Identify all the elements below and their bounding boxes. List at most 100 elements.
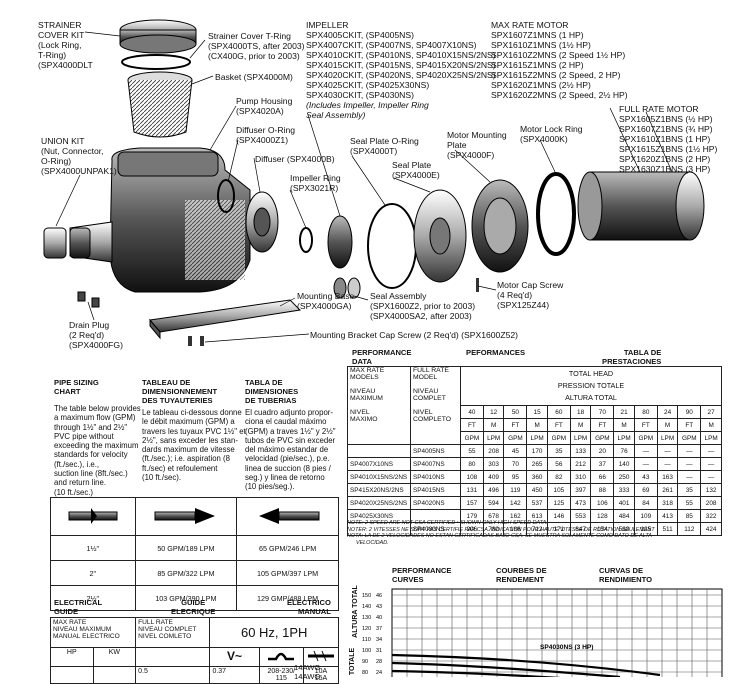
diffuser (245, 191, 279, 253)
performance-title-es: TABLA DE PRESTACIONES (602, 348, 662, 366)
perf-col-header: 21 (613, 405, 635, 419)
flow-value: 511 (656, 522, 679, 536)
flow-value: 303 (482, 457, 505, 471)
motor (577, 171, 705, 241)
flow-value: 413 (656, 509, 679, 523)
performance-table: MAX RATE MODELS NIVEAU MAXIMUM NIVEL MAX… (347, 366, 722, 536)
flow-value: 70 (503, 457, 528, 471)
pipe-return-flow: 129 GMP/488 LPM (236, 585, 339, 611)
electrical-max-rate: MAX RATE NIVEAU MAXIMUM MANUAL ELECTRICO (49, 617, 137, 648)
perf-col-header: LPM (656, 431, 679, 445)
flow-value: 409 (482, 470, 505, 484)
pipe-size: 2½" (50, 585, 136, 611)
perf-col-header: FT (633, 418, 658, 432)
perf-col-header: GPM (590, 431, 615, 445)
perf-col-header: LPM (482, 431, 505, 445)
flow-value: — (700, 444, 722, 458)
perf-col-header: GPM (677, 431, 702, 445)
wire-icon (303, 647, 339, 667)
label-strainer-kit: STRAINER COVER KIT (Lock Ring, T-Ring) (… (38, 20, 93, 70)
electrical-voltage-header: V~ (209, 647, 260, 667)
performance-title-en: PERFORMANCE DATA (352, 348, 412, 366)
full-rate-model: SP4007NS (410, 457, 461, 471)
perf-col-header: 90 (677, 405, 702, 419)
flow-value: 188 (503, 522, 528, 536)
curves-tick-ft: 43 (376, 604, 382, 610)
pipe-icon-return (236, 497, 339, 536)
flow-value: — (633, 457, 658, 471)
seal-assembly (333, 277, 361, 299)
pipe-return-flow: 105 GPM/397 LPM (236, 560, 339, 586)
label-full-rate-title: FULL RATE MOTOR (619, 104, 699, 114)
curves-ylabel: ALTURA TOTAL (351, 585, 359, 638)
pipe-text-fr: Le tableau ci-dessous donne le débit max… (142, 408, 246, 483)
pipe-icon-suction (134, 497, 238, 536)
flow-value: 45 (503, 444, 528, 458)
total-head-fr: PRESSION TOTALE (557, 381, 625, 390)
flow-value: 66 (590, 470, 615, 484)
flow-value: 55 (677, 496, 702, 510)
flow-value: 171 (546, 522, 571, 536)
flow-value: 450 (526, 483, 548, 497)
flow-value: 583 (613, 522, 635, 536)
flow-value: 88 (590, 483, 615, 497)
flow-value: 85 (677, 509, 702, 523)
max-rate-model (347, 444, 411, 458)
union-kit (43, 227, 91, 259)
label-union-kit: UNION KIT (Nut, Connector, O-Ring) (SPX4… (41, 136, 117, 176)
pipe-suction-flow: 85 GPM/322 LPM (134, 560, 238, 586)
exploded-pump-diagram (43, 19, 705, 346)
label-impeller-title: IMPELLER (306, 20, 349, 30)
flow-value: 537 (526, 496, 548, 510)
flow-value: 212 (569, 457, 592, 471)
curves-series-label: SP4030NS (3 HP) (540, 644, 594, 651)
flow-value: — (700, 457, 722, 471)
electrical-title-es: ELECTRICO MANUAL (287, 598, 331, 616)
impeller (327, 215, 353, 269)
flow-value: 318 (656, 496, 679, 510)
seal-plate (413, 189, 467, 283)
perf-col-header: 15 (526, 405, 548, 419)
perf-col-header: GPM (503, 431, 528, 445)
curves-ylabel2: TOTALE (349, 647, 357, 676)
perf-col-header: M (613, 418, 635, 432)
curves-title-es: CURVAS DE RENDIMIENTO (599, 566, 653, 584)
electrical-kw-value: 0.37 (209, 666, 260, 684)
flow-value: 80 (460, 457, 484, 471)
perf-col-header: LPM (613, 431, 635, 445)
label-mounting-base: Mounting Base (SPX4000GA) (297, 291, 355, 311)
curves-ylabel-wrap: ALTURA TOTAL (349, 585, 359, 638)
electrical-table: MAX RATE NIVEAU MAXIMUM MANUAL ELECTRICO… (49, 617, 339, 684)
full-rate-model: SP4010NS (410, 470, 461, 484)
label-diffuser-oring: Diffuser O-Ring (SPX4000Z1) (236, 125, 296, 145)
flow-value: 105 (546, 483, 571, 497)
pipe-size: 1½" (50, 535, 136, 561)
flow-value: 780 (482, 522, 505, 536)
flow-value: 20 (590, 444, 615, 458)
flow-value: 208 (482, 444, 505, 458)
label-motor-mounting-plate: Motor Mounting Plate (SPX4000F) (447, 130, 507, 160)
pipe-text-es: El cuadro adjunto propor- ciona el cauda… (245, 408, 336, 492)
label-seal-plate-oring: Seal Plate O-Ring (SPX4000T) (350, 136, 419, 156)
pipe-text-en: The table below provides a maximum flow … (54, 404, 141, 497)
flow-value: 95 (503, 470, 528, 484)
flow-value: 397 (569, 483, 592, 497)
total-head-es: ALTURA TOTAL (565, 393, 617, 402)
pipe-title-en: PIPE SIZING CHART (54, 378, 99, 396)
label-motor-lock-ring: Motor Lock Ring (SPX4000K) (520, 124, 583, 144)
curves-tick-ft: 37 (376, 626, 382, 632)
label-drain-plug: Drain Plug (2 Req'd) (SPX4000FG) (69, 320, 123, 350)
label-max-rate-title: MAX RATE MOTOR (491, 20, 569, 30)
flow-value: 163 (656, 470, 679, 484)
flow-value: 322 (700, 509, 722, 523)
curves-tick-m: 110 (362, 637, 371, 643)
curves-tick-m: 90 (362, 659, 368, 665)
total-head-en: TOTAL HEAD (568, 369, 614, 378)
full-rate-col-header: FULL RATE MODEL NIVEAU COMPLET NIVEL COM… (410, 366, 461, 445)
perf-col-header: FT (503, 418, 528, 432)
flow-value: 135 (633, 522, 658, 536)
strainer-cover (119, 19, 197, 54)
